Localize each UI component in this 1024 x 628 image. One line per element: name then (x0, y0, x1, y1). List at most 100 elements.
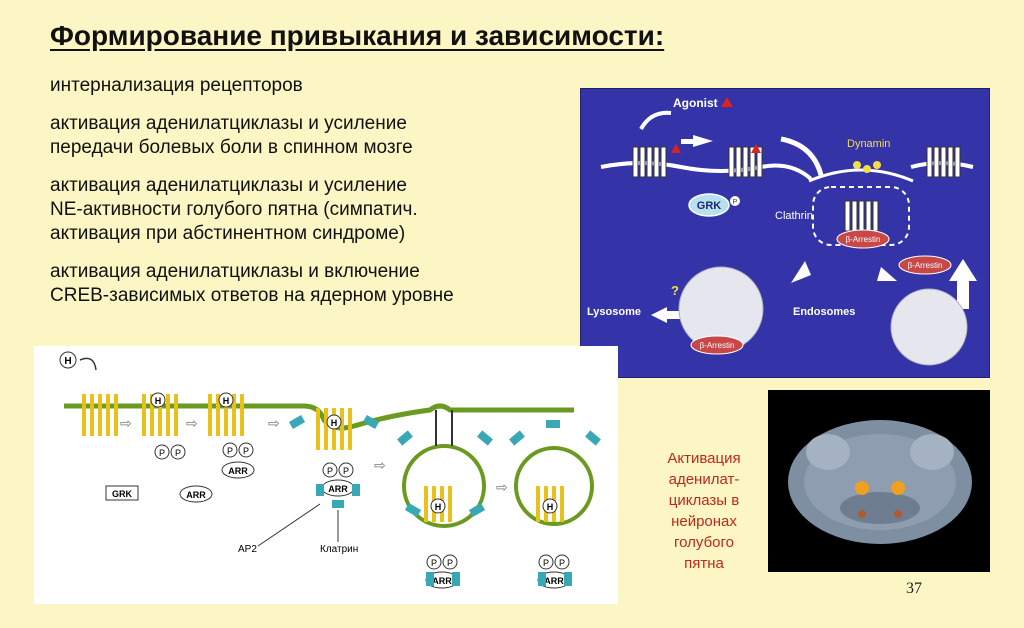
clathrin-icon (585, 430, 601, 446)
bullet-line: передачи болевых боли в спинном мозге (50, 137, 413, 158)
arrestin-ellipse (179, 485, 213, 503)
bullet-list: интернализация рецепторов активация аден… (50, 74, 570, 322)
arrestin-label: ARR (432, 576, 452, 586)
phosphate-label: P (543, 558, 549, 568)
internalization-diagram: Agonist Dynamin GRK P Clathrin β-Arresti… (580, 88, 990, 378)
arrestin-label: ARR (544, 576, 564, 586)
arrestin-clathrin-diagram-svg: H H H H H H ⇨ ⇨ ⇨ (59, 351, 601, 589)
brain-slice-svg (788, 420, 972, 544)
caption-line: Активация (667, 450, 741, 467)
arrow-icon (877, 267, 897, 281)
lysosome-label: Lysosome (587, 306, 641, 318)
bullet-line: активация аденилатциклазы и усиление (50, 175, 407, 196)
brain-slice-image (768, 390, 990, 572)
arrestin-label: ARR (228, 466, 248, 476)
endosome-sphere (890, 288, 968, 366)
dynamin-neck (435, 410, 453, 446)
arrow-icon: ⇨ (374, 457, 386, 473)
clathrin-icon (332, 500, 344, 508)
receptor-icon (926, 146, 961, 178)
phosphate-label: P (227, 446, 233, 456)
phosphate-label: P (159, 448, 165, 458)
receptor-icon (632, 146, 667, 178)
clathrin-icon (426, 572, 434, 586)
grk-label: GRK (112, 489, 133, 499)
clathrin-icon (546, 420, 560, 428)
internalization-diagram-svg: Agonist Dynamin GRK P Clathrin β-Arresti… (587, 96, 977, 366)
arrestin-label: ARR (328, 484, 348, 494)
grk-box (105, 485, 139, 501)
clathrin-icon (538, 572, 546, 586)
locus-coeruleus-spot (891, 481, 905, 495)
dynamin-bead (863, 165, 871, 173)
clathrin-label: Clathrin (775, 210, 813, 222)
phosphate-icon (538, 554, 554, 570)
locus-coeruleus-spot (855, 481, 869, 495)
image-caption: Активация аденилат- циклазы в нейронах г… (650, 448, 758, 574)
bullet-line: NE-активности голубого пятна (симпатич. (50, 199, 418, 220)
arrow-icon: ⇨ (120, 415, 132, 431)
clathrin-icon (477, 430, 493, 446)
ligand-h-label: H (223, 396, 230, 406)
vesicle-membrane (514, 446, 594, 526)
arrow-icon (79, 357, 97, 371)
bullet-line: интернализация рецепторов (50, 75, 303, 96)
phosphate-label: P (243, 446, 249, 456)
ligand-h-label: H (64, 356, 71, 367)
arrow-up-icon (949, 259, 977, 281)
agonist-label: Agonist (673, 96, 718, 110)
clathrin-icon (316, 484, 324, 496)
arrestin-ellipse (898, 255, 952, 275)
clathrin-icon (564, 572, 572, 586)
arrow-up-icon (957, 279, 969, 309)
bullet-item: активация аденилатциклазы и усиление пер… (50, 112, 570, 160)
receptor-icon (82, 394, 118, 436)
agonist-triangle-icon (751, 144, 761, 153)
ligand-h-icon (150, 392, 166, 408)
bullet-item: активация аденилатциклазы и включение CR… (50, 260, 570, 308)
arrestin-ellipse (690, 335, 744, 355)
arrow-icon: ⇨ (186, 415, 198, 431)
phosphate-label: P (175, 448, 181, 458)
bullet-item: активация аденилатциклазы и усиление NE-… (50, 174, 570, 246)
arrow-left-icon (651, 307, 667, 323)
ligand-h-label: H (155, 396, 162, 406)
activity-spot (858, 510, 866, 518)
question-mark: ? (671, 283, 679, 298)
grk-ellipse (688, 193, 730, 217)
phosphate-icon (170, 444, 186, 460)
caption-line: пятна (684, 555, 724, 572)
arrestin-clathrin-diagram: H H H H H H ⇨ ⇨ ⇨ (34, 346, 618, 604)
grk-label: GRK (697, 200, 722, 212)
caption-line: голубого (674, 534, 734, 551)
arrestin-label: β-Arrestin (908, 261, 943, 270)
ligand-h-label: H (435, 502, 442, 512)
ligand-h-label: H (547, 502, 554, 512)
phosphate-icon (322, 462, 338, 478)
phosphate-label: P (327, 466, 333, 476)
arrow-icon (791, 261, 811, 283)
receptor-icon (844, 200, 879, 232)
dynamin-label: Dynamin (847, 138, 890, 150)
slide-title: Формирование привыкания и зависимости: (50, 20, 665, 51)
phosphate-icon (442, 554, 458, 570)
brain-lobe (910, 434, 954, 470)
clathrin-caption: Клатрин (320, 544, 358, 555)
caption-line: нейронах (671, 513, 737, 530)
arrow-icon (681, 139, 695, 144)
curved-arrow-icon (639, 110, 672, 131)
arrestin-ellipse (221, 461, 255, 479)
endosomes-label: Endosomes (793, 306, 855, 318)
pointer-line (257, 503, 321, 547)
vesicle-membrane (402, 444, 486, 528)
arrow-icon: ⇨ (496, 479, 508, 495)
activity-spot (894, 510, 902, 518)
bullet-line: CREB-зависимых ответов на ядерном уровне (50, 285, 454, 306)
ligand-h-label: H (331, 418, 338, 428)
bullet-item: интернализация рецепторов (50, 74, 570, 98)
receptor-icon (142, 394, 178, 436)
caption-line: циклазы в (668, 492, 740, 509)
brain-stem (840, 492, 920, 524)
arrow-left-icon (667, 311, 683, 319)
phosphate-label: P (343, 466, 349, 476)
